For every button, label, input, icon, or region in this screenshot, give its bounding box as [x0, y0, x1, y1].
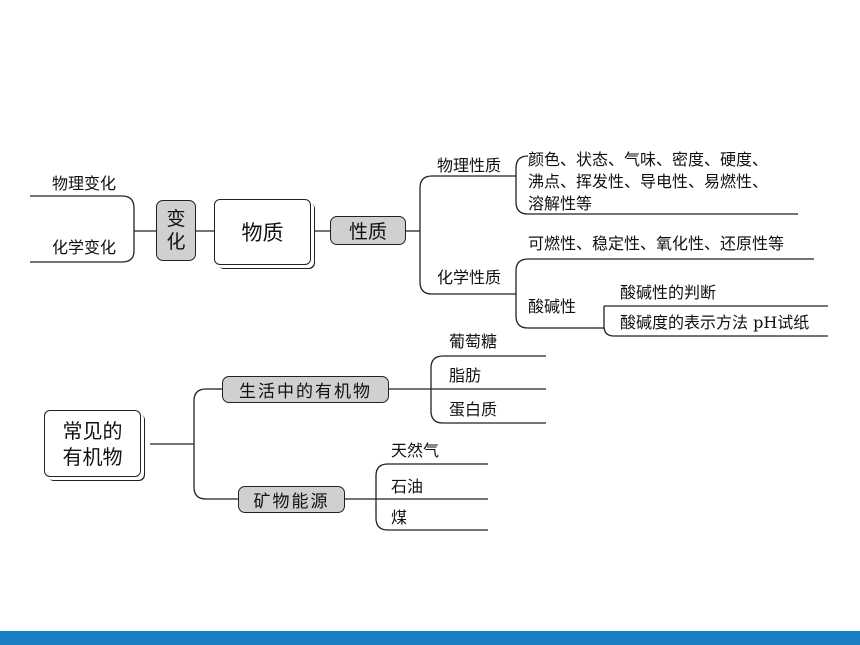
change-node-char-1: 变	[166, 207, 186, 230]
acidity-label: 酸碱性	[528, 297, 577, 316]
property-node-label: 性质	[348, 221, 387, 243]
acidity-item-ph: 酸碱度的表示方法 pH试纸	[620, 313, 810, 332]
chemical-property-label: 化学性质	[437, 268, 502, 287]
physical-property-line-2: 沸点、挥发性、导电性、易燃性、	[528, 172, 769, 191]
mineral-item-oil: 石油	[391, 477, 424, 496]
acidity-item-judgement: 酸碱性的判断	[620, 283, 717, 302]
matter-node: 物质	[214, 199, 311, 265]
change-node-char-2: 化	[166, 230, 186, 253]
mineral-item-gas: 天然气	[391, 441, 440, 460]
mineral-energy-node: 矿物能源	[238, 486, 345, 513]
mineral-item-coal: 煤	[391, 508, 408, 527]
physical-property-line-3: 溶解性等	[528, 194, 593, 213]
life-organic-node-label: 生活中的有机物	[239, 382, 372, 402]
life-item-protein: 蛋白质	[449, 400, 498, 419]
physical-change-label: 物理变化	[52, 174, 117, 193]
physical-property-label: 物理性质	[437, 156, 502, 175]
organic-root-line-2: 有机物	[62, 444, 123, 469]
organic-root-node: 常见的 有机物	[44, 410, 141, 477]
organic-root-line-1: 常见的	[62, 418, 123, 443]
life-item-fat: 脂肪	[449, 366, 482, 385]
property-node: 性质	[330, 216, 406, 245]
change-node: 变 化	[156, 200, 196, 261]
bottom-accent-bar	[0, 631, 860, 645]
life-organic-node: 生活中的有机物	[222, 376, 389, 403]
physical-property-line-1: 颜色、状态、气味、密度、硬度、	[528, 150, 769, 169]
life-item-glucose: 葡萄糖	[449, 332, 498, 351]
chemical-property-line: 可燃性、稳定性、氧化性、还原性等	[528, 234, 785, 253]
mineral-energy-node-label: 矿物能源	[253, 492, 330, 512]
matter-node-label: 物质	[241, 221, 284, 245]
chemical-change-label: 化学变化	[52, 238, 117, 257]
